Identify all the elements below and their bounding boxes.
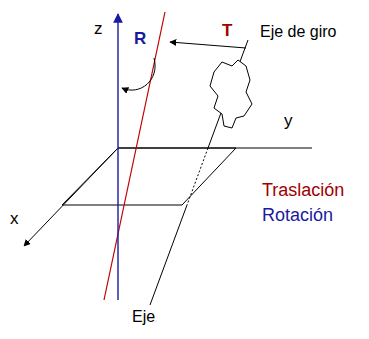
y-axis — [118, 148, 312, 149]
translation-arrow — [170, 42, 246, 48]
rigid-body — [210, 60, 252, 128]
translated-axis — [104, 12, 165, 300]
z-axis — [117, 14, 118, 300]
rotation-symbol: R — [134, 30, 146, 47]
x-axis — [24, 148, 118, 246]
axis-label: x — [10, 210, 19, 227]
legend-text: Rotación — [262, 206, 333, 224]
axis-label: y — [284, 112, 293, 129]
axis-label: z — [94, 20, 103, 37]
legend-text: Traslación — [262, 181, 344, 199]
xy-plane — [62, 148, 236, 205]
rotation-axis-hidden — [187, 148, 208, 205]
rotation-axis — [150, 205, 187, 305]
axis-name: Eje de giro — [260, 24, 337, 40]
axis-name: Eje — [132, 309, 155, 325]
rotation-arrow — [122, 58, 155, 90]
translation-symbol: T — [222, 22, 232, 39]
